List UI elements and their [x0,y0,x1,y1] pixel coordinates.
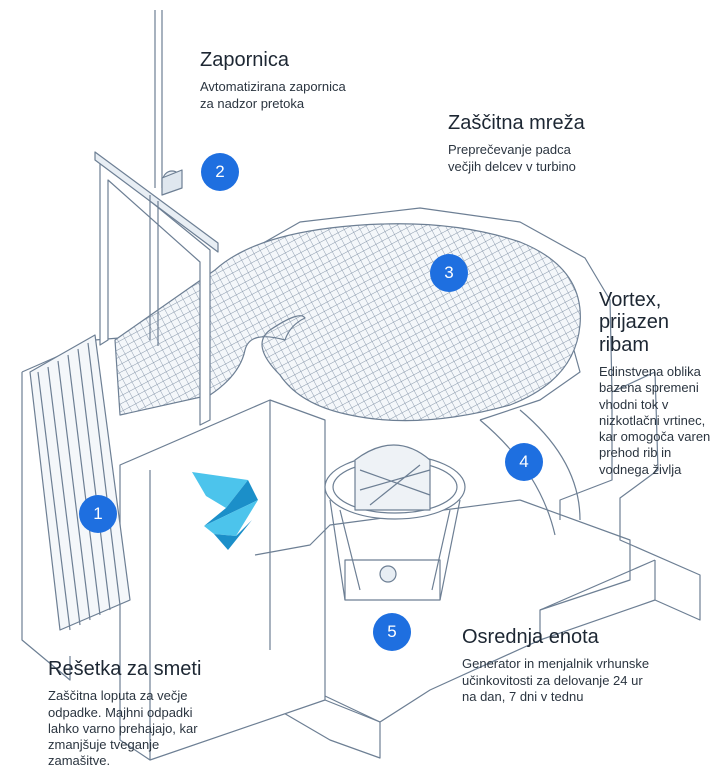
badge-5[interactable]: 5 [373,613,411,651]
protective-mesh [114,223,581,422]
callout-title: Vortex, prijazen ribam [599,289,670,356]
callout-text: Edinstvena oblika bazena spremeni vhodni… [599,364,711,477]
badge-1[interactable]: 1 [79,495,117,533]
callout-text: Preprečevanje padca večjih delcev v turb… [448,142,576,174]
callout-text: Generator in menjalnik vrhunske učinkovi… [462,656,650,704]
callout-protective-mesh: Zaščitna mreža Preprečevanje padca večji… [448,112,688,175]
callout-central-unit: Osrednja enota Generator in menjalnik vr… [462,626,712,705]
central-unit [324,444,466,601]
badge-2[interactable]: 2 [201,153,239,191]
badge-4[interactable]: 4 [505,443,543,481]
callout-sluice-gate: Zapornica Avtomatizirana zapornica za na… [200,49,430,112]
callout-title: Osrednja enota [462,626,599,648]
callout-vortex: Vortex, prijazen ribam Edinstvena oblika… [599,289,717,478]
trash-rack [29,334,131,631]
callout-title: Rešetka za smeti [48,658,202,680]
sluice-gate [94,10,219,426]
callout-text: Avtomatizirana zapornica za nadzor preto… [200,79,346,111]
callout-title: Zaščitna mreža [448,112,585,134]
callout-text: Zaščitna loputa za večje odpadke. Majhni… [48,688,198,769]
badge-3[interactable]: 3 [430,254,468,292]
brand-logo-icon [192,472,258,550]
callout-title: Zapornica [200,49,289,71]
callout-trash-rack: Rešetka za smeti Zaščitna loputa za večj… [48,658,288,770]
